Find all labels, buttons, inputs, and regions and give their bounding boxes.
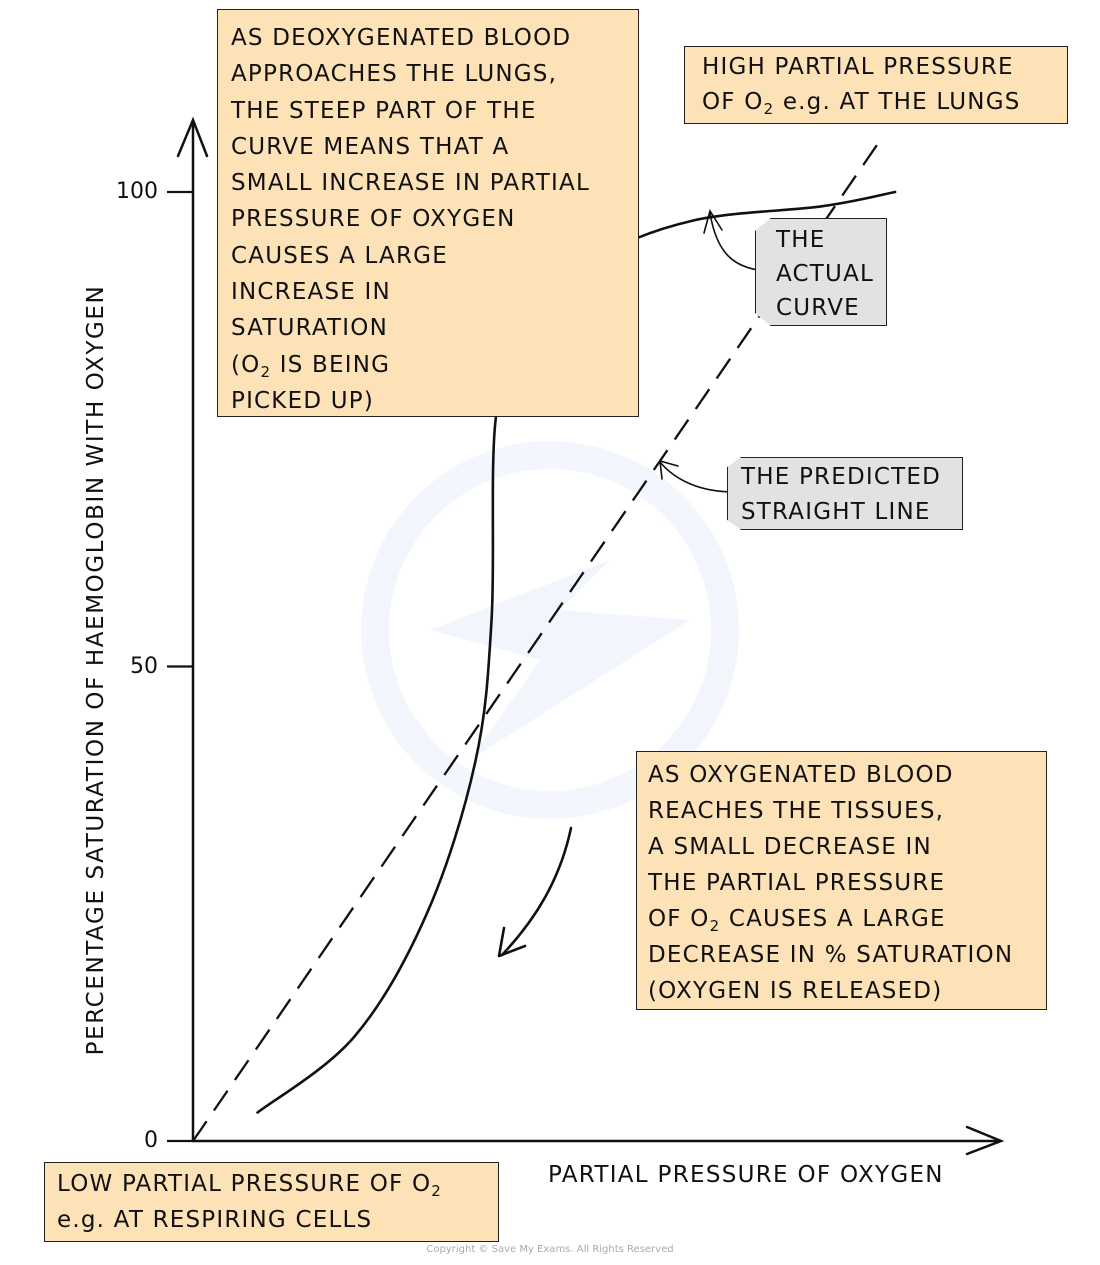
annotation-line: (OXYGEN IS RELEASED) bbox=[648, 978, 943, 1004]
high-partial-pressure-label: HIGH PARTIAL PRESSURE OF O2 e.g. AT THE … bbox=[684, 46, 1068, 124]
annotation-line: HIGH PARTIAL PRESSURE bbox=[702, 54, 1014, 80]
y-axis-arrowhead bbox=[176, 116, 209, 158]
actual-curve-label: THE ACTUAL CURVE bbox=[755, 218, 887, 326]
annotation-line-o2: OF O2 e.g. AT THE LUNGS bbox=[702, 89, 1021, 118]
annotation-line: SATURATION bbox=[231, 315, 388, 342]
predicted-line-label: THE PREDICTED STRAIGHT LINE bbox=[727, 457, 963, 530]
lungs-loading-annotation: AS DEOXYGENATED BLOOD APPROACHES THE LUN… bbox=[217, 9, 639, 417]
annotation-line-o2: LOW PARTIAL PRESSURE OF O2 bbox=[57, 1171, 443, 1200]
watermark-logo bbox=[361, 441, 739, 819]
x-axis-arrowhead bbox=[965, 1125, 1005, 1156]
annotation-line: PICKED UP) bbox=[231, 387, 375, 414]
annotation-line: e.g. AT RESPIRING CELLS bbox=[57, 1207, 373, 1233]
annotation-line: A SMALL DECREASE IN bbox=[648, 834, 932, 860]
annotation-line: THE bbox=[776, 227, 826, 253]
annotation-line: APPROACHES THE LUNGS, bbox=[231, 61, 558, 88]
annotation-line: THE PREDICTED bbox=[741, 464, 942, 490]
annotation-line: AS DEOXYGENATED BLOOD bbox=[231, 25, 572, 51]
annotation-line: THE PARTIAL PRESSURE bbox=[648, 870, 946, 896]
annotation-line: REACHES THE TISSUES, bbox=[648, 798, 945, 824]
annotation-line: ACTUAL bbox=[776, 261, 875, 287]
y-tick-label-50: 50 bbox=[130, 654, 158, 679]
annotation-line-o2: (O2 IS BEING bbox=[231, 351, 391, 381]
low-partial-pressure-label: LOW PARTIAL PRESSURE OF O2 e.g. AT RESPI… bbox=[44, 1162, 499, 1242]
annotation-line: CURVE MEANS THAT A bbox=[231, 133, 510, 160]
tissues-unloading-annotation: AS OXYGENATED BLOOD REACHES THE TISSUES,… bbox=[636, 751, 1047, 1010]
annotation-line-o2: OF O2 CAUSES A LARGE bbox=[648, 906, 946, 935]
x-axis-label: PARTIAL PRESSURE OF OXYGEN bbox=[548, 1162, 944, 1188]
y-tick-label-100: 100 bbox=[116, 179, 158, 204]
annotation-line: INCREASE IN bbox=[231, 279, 391, 306]
annotation-line: THE STEEP PART OF THE bbox=[231, 97, 537, 124]
y-ticks bbox=[167, 190, 193, 1143]
unloading-arrow bbox=[497, 826, 573, 958]
actual-curve bbox=[256, 190, 897, 1114]
annotation-line: DECREASE IN % SATURATION bbox=[648, 942, 1014, 968]
annotation-line: STRAIGHT LINE bbox=[741, 499, 931, 525]
annotation-line: AS OXYGENATED BLOOD bbox=[648, 762, 954, 788]
annotation-line: SMALL INCREASE IN PARTIAL bbox=[231, 170, 590, 197]
axes bbox=[176, 116, 1005, 1156]
annotation-line: CAUSES A LARGE bbox=[231, 242, 448, 269]
annotation-line: CURVE bbox=[776, 295, 860, 321]
y-tick-label-0: 0 bbox=[144, 1128, 158, 1153]
copyright-notice: Copyright © Save My Exams. All Rights Re… bbox=[426, 1244, 674, 1255]
annotation-line: PRESSURE OF OXYGEN bbox=[231, 206, 516, 233]
